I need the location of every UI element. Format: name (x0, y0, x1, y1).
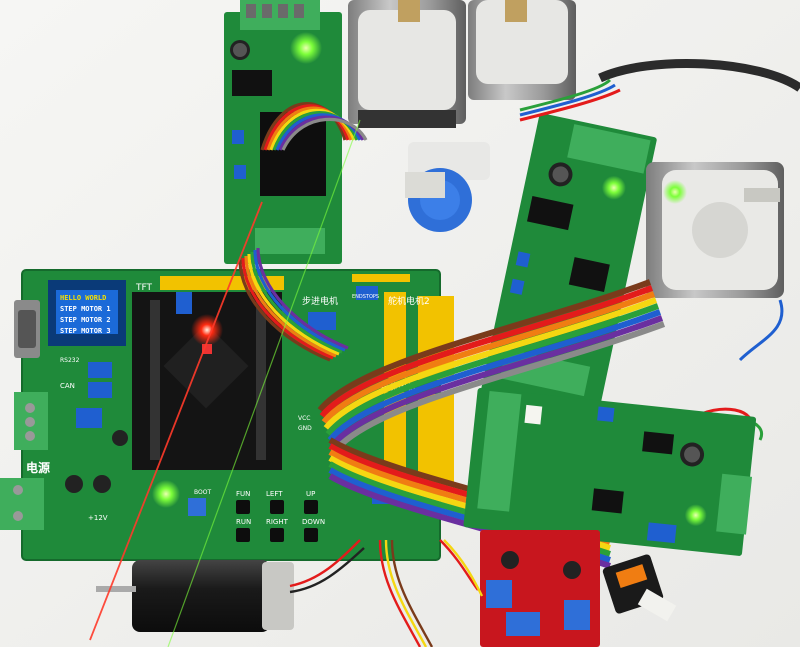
capacitor (112, 430, 128, 446)
label-vcc: VCC (298, 415, 310, 422)
dc-motor (96, 539, 365, 632)
ribbon-cable-main (317, 279, 666, 454)
top-pin-header-2 (352, 274, 410, 282)
label-rs232: RS232 (60, 357, 80, 364)
dip-switch (356, 286, 378, 300)
laser-beam-green (167, 119, 361, 647)
label-servo-motor-2: 舵机电机2 (388, 295, 430, 307)
ribbon-cable-loop (238, 247, 349, 362)
button-label-up: UP (306, 490, 315, 498)
black-cable (598, 59, 800, 92)
button-label-down: DOWN (302, 518, 325, 526)
dip-switch (88, 382, 112, 398)
label-stepper-motor: 步进电机 (302, 295, 338, 307)
stepper-motor-right (646, 162, 784, 298)
button-label-left: LEFT (266, 490, 283, 498)
dip-switch (76, 408, 102, 428)
button-label-right: RIGHT (266, 518, 289, 526)
dip-switch (308, 312, 336, 330)
dip-switch (88, 362, 112, 378)
oled-line-4: STEP MOTOR 3 (60, 327, 111, 335)
button-label-run: RUN (236, 518, 251, 526)
capacitor (93, 475, 111, 493)
label-power: 电源 (26, 460, 50, 475)
push-buttons (236, 500, 318, 542)
oled-line-2: STEP MOTOR 1 (60, 305, 111, 313)
label-tft: TFT (135, 283, 153, 293)
stepper-motor-top-1 (348, 0, 466, 128)
servo-motor (602, 554, 677, 622)
label-gnd: GND (298, 425, 312, 432)
capacitor (65, 475, 83, 493)
lower-right-driver-board (463, 388, 757, 556)
motor-header (418, 394, 454, 486)
stepper-motor-top-2 (468, 0, 576, 100)
label-boot: BOOT (194, 489, 211, 496)
label-can: CAN (60, 382, 75, 390)
oled-line-3: STEP MOTOR 2 (60, 316, 111, 324)
jumper-wires (378, 539, 484, 647)
potentiometer (188, 498, 206, 516)
motor-header (384, 292, 406, 378)
label-12v: +12V (88, 514, 108, 522)
laser-beam (89, 201, 263, 641)
button-label-fun: FUN (236, 490, 250, 498)
green-led (152, 480, 180, 508)
geared-stepper-motor (405, 142, 490, 232)
dip-switch (176, 292, 192, 314)
label-endstops: ENDSTOPS (352, 294, 379, 300)
oled-line-1: HELLO WORLD (60, 294, 106, 302)
power-terminal (0, 478, 44, 530)
red-motor-driver-board (480, 530, 600, 647)
